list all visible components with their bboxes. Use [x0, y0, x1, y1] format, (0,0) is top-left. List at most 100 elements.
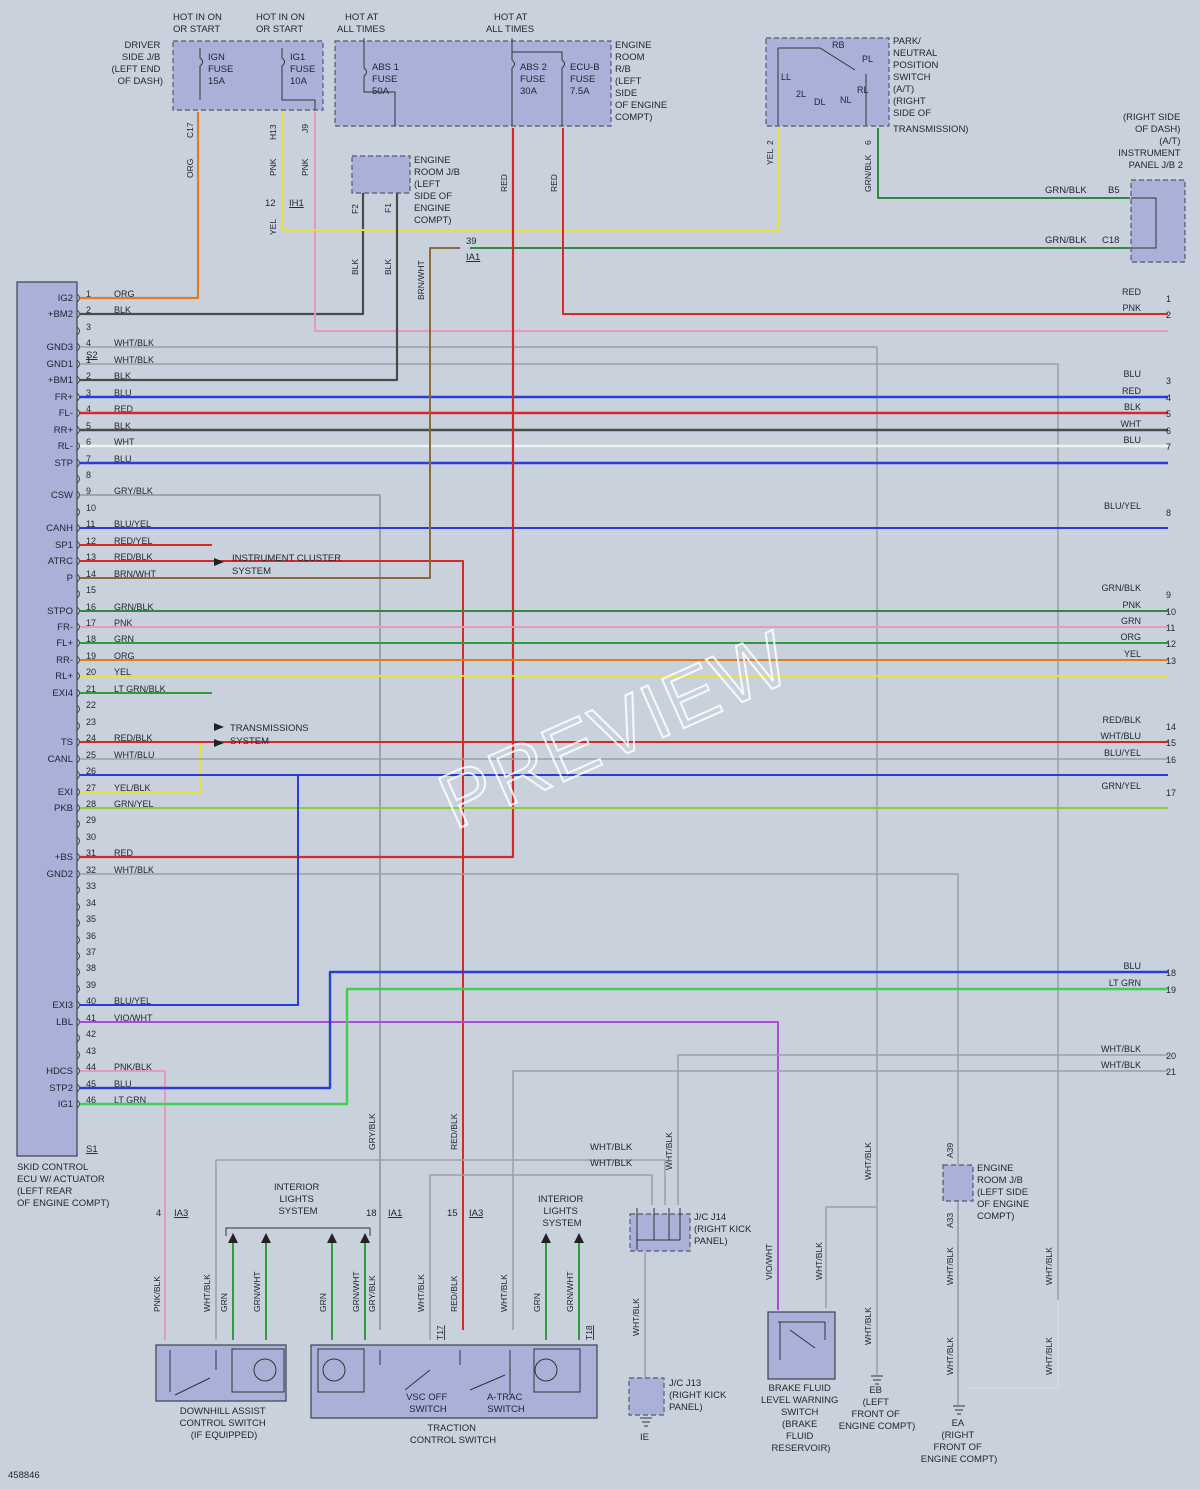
ecu-pin-label: EXI	[58, 787, 73, 798]
ipjb2-internal	[1131, 197, 1157, 249]
ecu-pin-number: 1	[86, 355, 91, 365]
wire	[80, 775, 299, 1006]
diagram-id: 458846	[8, 1470, 40, 1481]
ecu-pin-number: 44	[86, 1062, 96, 1072]
ecu-pin-number: 12	[86, 536, 96, 546]
ecu-pin-number: 5	[86, 421, 91, 431]
bottom-wire-label: WHT/BLK	[499, 1274, 509, 1312]
arrow-transmission1	[214, 723, 224, 731]
ecu-pin-connector-mark	[76, 770, 80, 780]
ecu-pin-connector-mark	[76, 655, 80, 665]
wire	[562, 128, 1168, 315]
bottom-wire-label: RED/BLK	[449, 1275, 459, 1312]
ecu-pin-wire-color: BLU/YEL	[114, 996, 151, 1006]
bottom-wire-label: GRN/WHT	[565, 1271, 575, 1312]
wire	[80, 987, 1168, 1106]
driver-jb-label: DRIVER SIDE J/B (LEFT END OF DASH)	[111, 40, 163, 87]
bottom-wire-label: WHT/BLK	[202, 1274, 212, 1312]
right-terminal-number: 18	[1166, 968, 1176, 978]
ipjb2-wire-grnblk1: GRN/BLK	[1045, 185, 1087, 196]
ecu-pin-label: CANL	[48, 754, 73, 765]
ecu-pin-connector-mark	[76, 1017, 80, 1027]
right-terminal-number: 15	[1166, 738, 1176, 748]
bottom-wire-label: RED/BLK	[449, 1113, 459, 1150]
ecu-pin-number: 24	[86, 733, 96, 743]
right-terminal-number: 14	[1166, 722, 1176, 732]
ecu-pin-wire-color: RED	[114, 404, 134, 414]
ecu-pin-label: +BM1	[48, 375, 73, 386]
bottom-wire-label: WHT/BLK	[631, 1298, 641, 1336]
bottom-wire-label: GRN	[219, 1293, 229, 1312]
right-terminal-number: 7	[1166, 442, 1171, 452]
ecu-pin-connector-mark	[76, 935, 80, 945]
ecu-pin-connector-mark	[76, 885, 80, 895]
bottom-wire-label: WHT/BLK	[416, 1274, 426, 1312]
wire	[281, 112, 779, 231]
right-wire-color: BLU	[1123, 961, 1141, 971]
ecu-pin-connector-mark	[76, 984, 80, 994]
wire-label-yel: YEL	[268, 219, 278, 235]
bottom-wire-label: WHT/BLK	[863, 1142, 873, 1180]
right-wire-color: RED	[1122, 287, 1142, 297]
ground-ie-symbol	[640, 1417, 652, 1427]
ecu-pin-number: 10	[86, 503, 96, 513]
ecu-pin-number: 2	[86, 371, 91, 381]
ecu-pin-label: GND3	[47, 342, 73, 353]
ecu-pin-label: EXI4	[52, 688, 73, 699]
ecu-pin-label: +BS	[55, 852, 73, 863]
ecu-pin-number: 4	[86, 404, 91, 414]
arrow-up-5	[541, 1233, 551, 1243]
pin-label-h13: H13	[268, 124, 278, 140]
ecu-pin-number: 6	[86, 437, 91, 447]
right-wire-color: WHT/BLK	[1101, 1044, 1141, 1054]
ecu-pin-connector-mark	[76, 1099, 80, 1109]
ecu-pin-connector-mark	[76, 458, 80, 468]
wire	[677, 1054, 1168, 1205]
conn-ih1: IH1	[289, 198, 304, 209]
ecu-pin-connector-mark	[76, 490, 80, 500]
right-wire-color: PNK	[1122, 600, 1141, 610]
abs2-hot-header: HOT AT ALL TIMES	[486, 12, 534, 35]
ecu-pin-connector-mark	[76, 474, 80, 484]
right-terminal-number: 13	[1166, 656, 1176, 666]
ecu-pin-number: 3	[86, 322, 91, 332]
ecu-pin-connector-mark	[76, 1066, 80, 1076]
right-terminal-number: 6	[1166, 426, 1171, 436]
ecu-pin-wire-color: WHT	[114, 437, 135, 447]
wire	[215, 1159, 666, 1340]
engine-jb-label: ENGINE ROOM J/B (LEFT SIDE OF ENGINE COM…	[414, 155, 463, 226]
ecu-pin-number: 11	[86, 519, 95, 529]
ecu-pin-number: 4	[86, 338, 91, 348]
abs2-ecub-fuse-symbol	[511, 38, 565, 126]
conn-ia3-mid-num: 15	[447, 1208, 458, 1219]
ecu-pin-connector-mark	[76, 918, 80, 928]
ecu-pin-wire-color: GRN	[114, 634, 134, 644]
ecu-pin-number: 46	[86, 1095, 96, 1105]
ecu-pin-wire-color: RED/BLK	[114, 733, 153, 743]
wire	[80, 1070, 166, 1340]
ecu-pin-number: 16	[86, 602, 96, 612]
ecu-pin-number: 27	[86, 783, 96, 793]
ecu-pin-label: STP2	[49, 1083, 73, 1094]
ecu-pin-connector-mark	[76, 688, 80, 698]
ecu-pin-number: 38	[86, 963, 96, 973]
callout-instrument-cluster: INSTRUMENT CLUSTER SYSTEM	[232, 553, 344, 577]
traction-control-switch	[310, 1344, 598, 1419]
traction-lamp-icon1	[322, 1358, 346, 1382]
bottom-wire-label: PNK/BLK	[152, 1276, 162, 1312]
pin-a33: A33	[945, 1213, 955, 1228]
ecu-pin-number: 21	[86, 684, 96, 694]
ecu-pin-wire-color: GRN/YEL	[114, 799, 154, 809]
right-wire-color: BLU	[1123, 369, 1141, 379]
ecu-pin-connector-mark	[76, 1033, 80, 1043]
ecu-pin-label: P	[67, 573, 73, 584]
wire	[80, 970, 1168, 1090]
abs1-fuse-symbol	[363, 38, 396, 126]
ecu-pin-label: STPO	[47, 606, 73, 617]
right-terminal-number: 5	[1166, 409, 1171, 419]
pin-label-c17: C17	[185, 122, 195, 138]
ecu-pin-number: 32	[86, 865, 96, 875]
ecu-pin-number: 34	[86, 898, 96, 908]
ecu-pin-connector-mark	[76, 721, 80, 731]
